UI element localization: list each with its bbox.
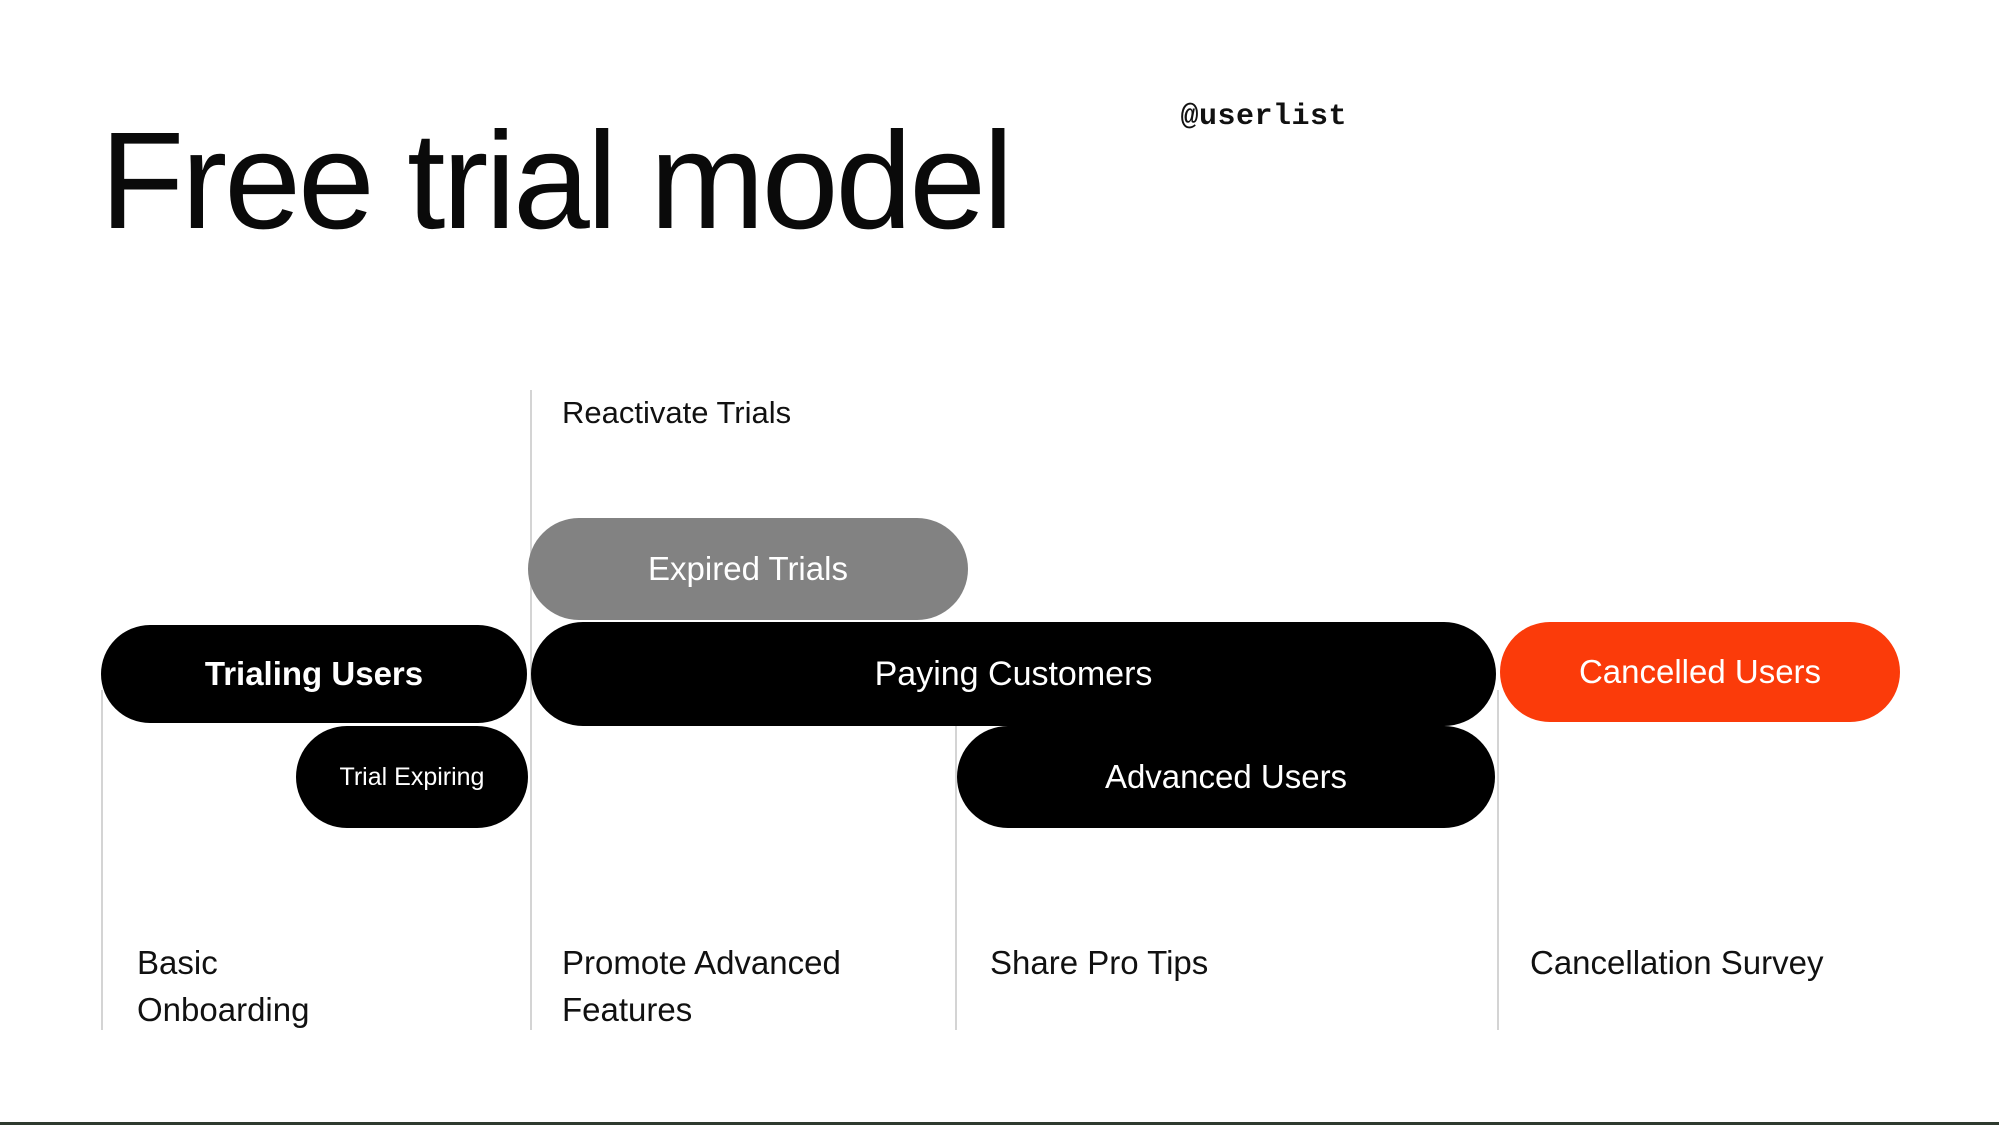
- column-label-share-pro-tips: Share Pro Tips: [990, 944, 1209, 981]
- segment-advanced-users-label: Advanced Users: [1104, 758, 1348, 795]
- column-divider-4: [1497, 690, 1499, 1030]
- segment-advanced-users[interactable]: Advanced Users: [957, 726, 1495, 828]
- column-label-promote-advanced-features: Promote Advanced Features: [562, 944, 841, 1028]
- segment-trialing-users[interactable]: Trialing Users: [101, 625, 527, 723]
- column-divider-3: [955, 712, 957, 1030]
- segment-trial-expiring[interactable]: Trial Expiring: [296, 726, 528, 828]
- brand-handle: @userlist: [1180, 100, 1347, 134]
- column-divider-1: [101, 690, 103, 1030]
- segment-expired-trials[interactable]: Expired Trials: [528, 518, 968, 620]
- footer-rule: [0, 1122, 1999, 1125]
- segment-trial-expiring-label: Trial Expiring: [339, 762, 485, 791]
- segment-cancelled-users-label: Cancelled Users: [1578, 653, 1822, 690]
- page-title: Free trial model: [100, 104, 1014, 258]
- column-divider-2: [530, 390, 532, 1030]
- segment-trialing-users-label: Trialing Users: [204, 655, 424, 692]
- segment-expired-trials-label: Expired Trials: [648, 550, 848, 587]
- stage-label-reactivate-trials: Reactivate Trials: [562, 395, 792, 430]
- segment-paying-customers[interactable]: Paying Customers: [531, 622, 1496, 726]
- column-label-basic-onboarding: Basic Onboarding: [137, 944, 310, 1028]
- column-label-cancellation-survey: Cancellation Survey: [1530, 944, 1824, 981]
- segment-paying-customers-label: Paying Customers: [874, 654, 1153, 693]
- segment-cancelled-users[interactable]: Cancelled Users: [1500, 622, 1900, 722]
